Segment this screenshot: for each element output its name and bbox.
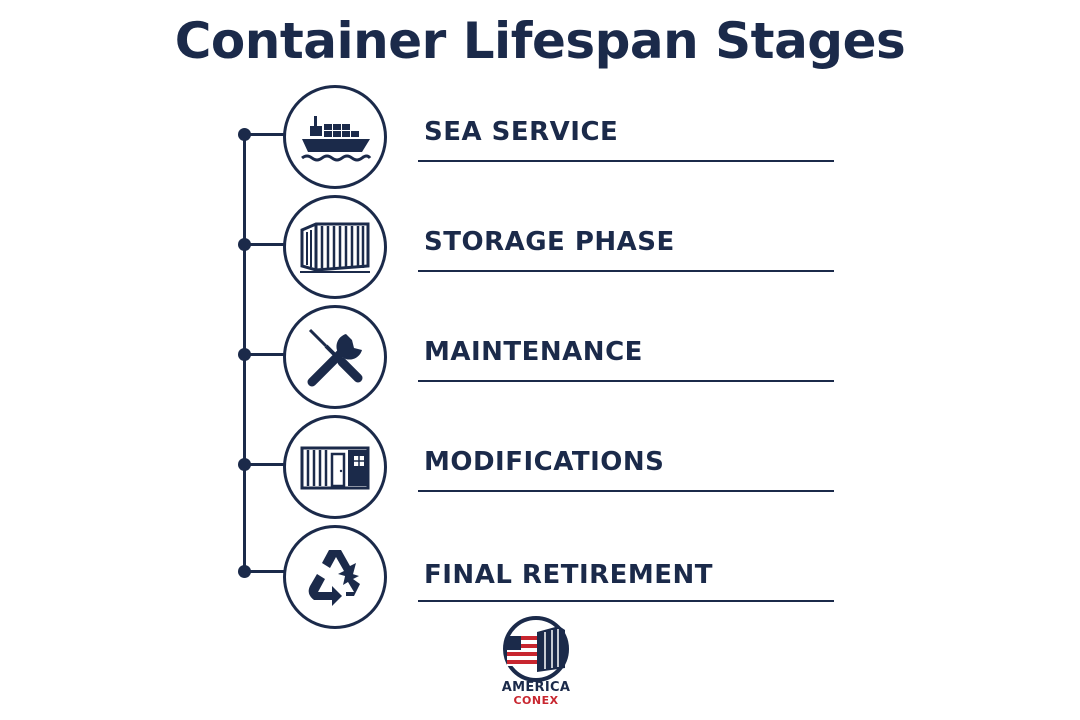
- timeline-connector: [250, 570, 284, 573]
- timeline-dot: [238, 128, 251, 141]
- timeline-dot: [238, 238, 251, 251]
- stage-underline: [418, 160, 834, 162]
- cargo-ship-icon: [301, 116, 372, 162]
- stage-label: MAINTENANCE: [424, 337, 643, 367]
- recycle-icon: [308, 550, 360, 606]
- stage-sea-service: SEA SERVICE: [0, 82, 1080, 192]
- stage-maintenance: MAINTENANCE: [0, 302, 1080, 412]
- timeline-dot: [238, 565, 251, 578]
- american-flag-container-icon: [503, 616, 569, 682]
- stage-modifications: MODIFICATIONS: [0, 412, 1080, 522]
- timeline-dot: [238, 458, 251, 471]
- page-title: Container Lifespan Stages: [174, 12, 906, 70]
- timeline-dot: [238, 348, 251, 361]
- logo-text-conex: CONEX: [513, 694, 559, 707]
- stage-final-retirement: FINAL RETIREMENT: [0, 522, 1080, 632]
- timeline-connector: [250, 353, 284, 356]
- stage-icon-circle: [283, 85, 387, 189]
- stage-label: MODIFICATIONS: [424, 447, 665, 477]
- wrench-screwdriver-icon: [307, 326, 366, 387]
- timeline-connector: [250, 133, 284, 136]
- container-office-icon: [300, 446, 370, 490]
- stage-icon-circle: [283, 415, 387, 519]
- timeline-connector: [250, 243, 284, 246]
- shipping-container-icon: [300, 222, 370, 273]
- stage-label: STORAGE PHASE: [424, 227, 675, 257]
- stage-underline: [418, 380, 834, 382]
- logo-text-america: AMERICA: [501, 680, 571, 695]
- stage-underline: [418, 490, 834, 492]
- stage-icon-circle: [283, 525, 387, 629]
- stage-underline: [418, 600, 834, 602]
- stage-label: SEA SERVICE: [424, 117, 619, 147]
- stage-storage-phase: STORAGE PHASE: [0, 192, 1080, 302]
- stage-underline: [418, 270, 834, 272]
- timeline-connector: [250, 463, 284, 466]
- stage-icon-circle: [283, 195, 387, 299]
- stage-label: FINAL RETIREMENT: [424, 560, 714, 590]
- stage-icon-circle: [283, 305, 387, 409]
